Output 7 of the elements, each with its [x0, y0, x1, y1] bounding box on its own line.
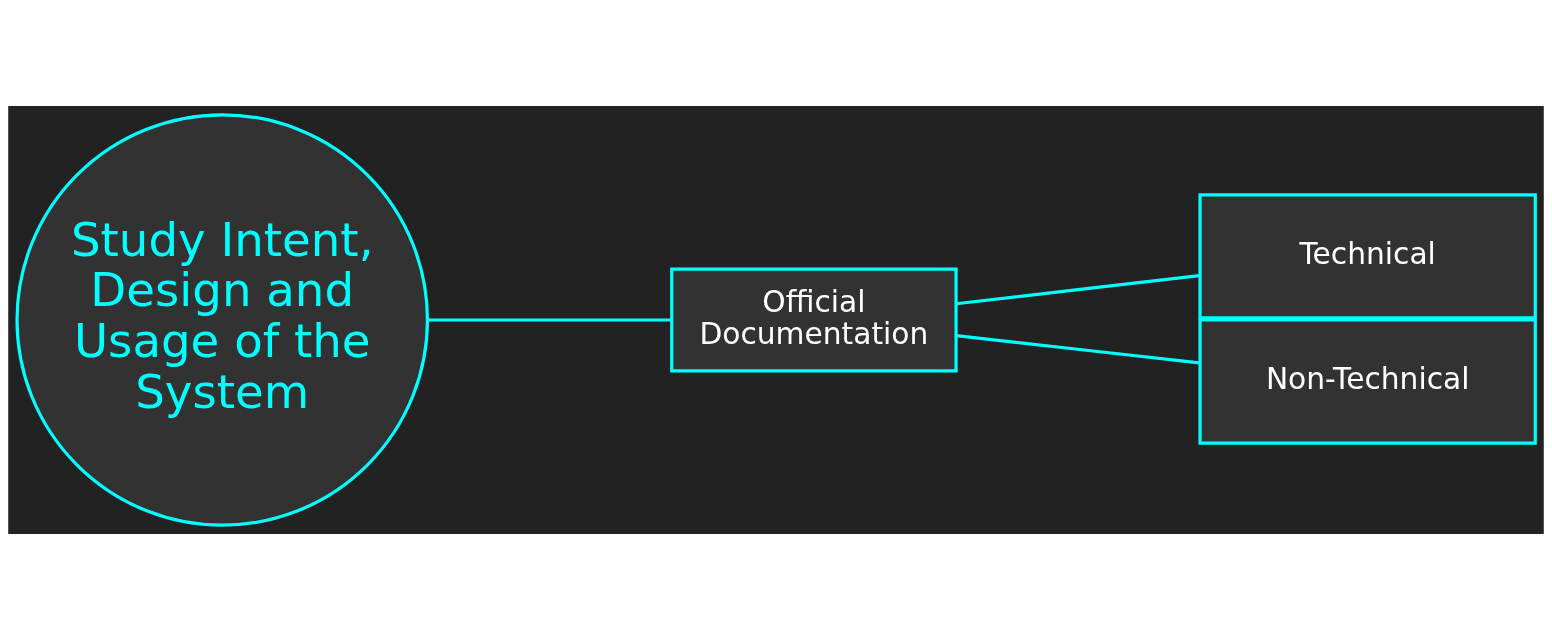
node-box: Technical [1198, 193, 1537, 320]
connector [955, 274, 1200, 306]
node-circle: Study Intent, Design and Usage of the System [15, 113, 430, 527]
connector [428, 318, 672, 322]
node-box: Non-Technical [1198, 318, 1537, 445]
node-box: Official Documentation [670, 267, 958, 373]
connector [955, 334, 1200, 365]
